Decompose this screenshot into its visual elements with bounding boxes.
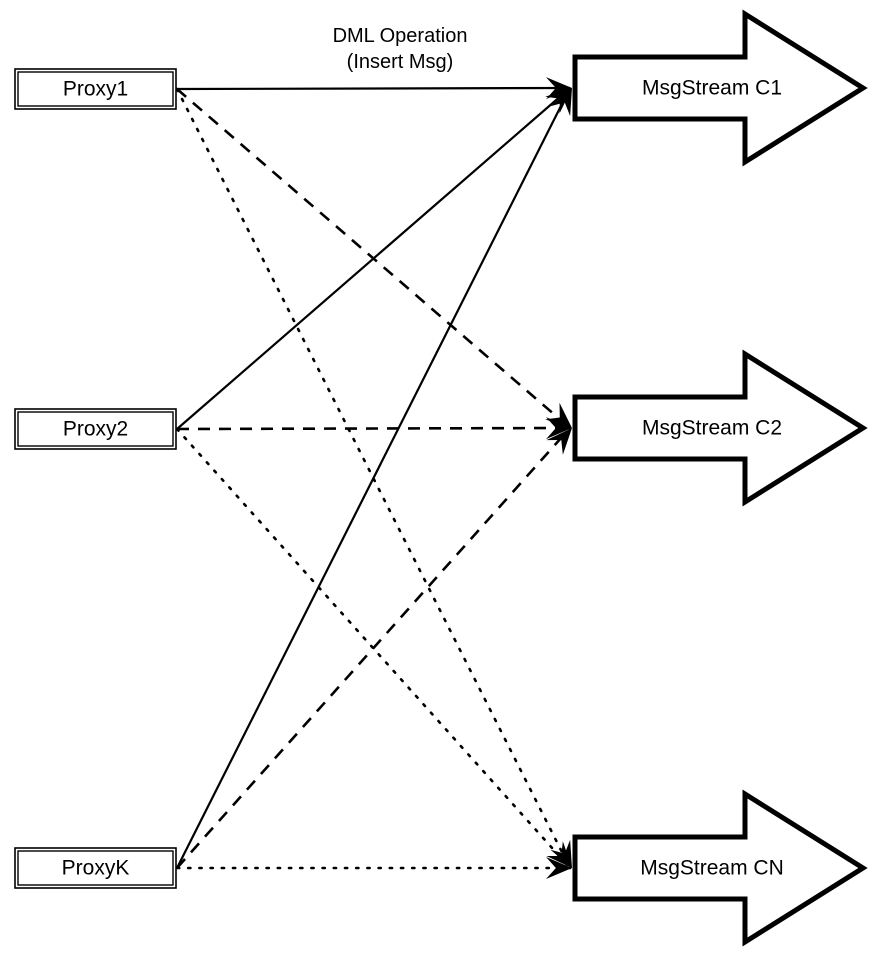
proxy-label: Proxy1 — [63, 78, 128, 101]
proxy-label: ProxyK — [62, 857, 130, 880]
proxy-box-outline — [14, 847, 177, 889]
proxy-node-proxyK[interactable]: ProxyK — [14, 847, 177, 889]
arrowhead-pk-c1 — [550, 88, 572, 117]
proxy-box-inner-outline — [17, 411, 174, 447]
edge-p1-c1 — [176, 86, 571, 91]
arrowhead-p1-c2 — [545, 402, 572, 428]
proxy-label: Proxy2 — [63, 418, 128, 441]
arrowheads-layer — [545, 77, 572, 879]
edge-pk-c1 — [176, 87, 571, 869]
msgstream-label: MsgStream C1 — [642, 77, 782, 100]
block-arrow-icon — [572, 349, 868, 507]
edge-label-line-1: DML Operation — [333, 25, 468, 47]
msgstream-label: MsgStream CN — [640, 857, 784, 880]
proxy-box-outline — [14, 408, 177, 450]
edge-pk-c2 — [176, 427, 571, 869]
arrowhead-pk-cn — [546, 857, 572, 879]
msgstream-node-streamC2[interactable]: MsgStream C2 — [572, 349, 868, 507]
edge-label-line-2: (Insert Msg) — [347, 51, 454, 73]
proxy-node-proxy2[interactable]: Proxy2 — [14, 408, 177, 450]
edge-label-dml-operation: DML Operation (Insert Msg) — [333, 25, 468, 73]
arrowhead-p2-cn — [546, 841, 572, 868]
arrowhead-pk-c2 — [546, 428, 572, 455]
proxy-box-outline — [14, 68, 177, 110]
arrowhead-p1-c1 — [545, 77, 572, 100]
block-arrow-icon — [572, 789, 868, 947]
msgstream-node-streamCN[interactable]: MsgStream CN — [572, 789, 868, 947]
arrowhead-p2-c2 — [545, 417, 572, 440]
proxy-box-inner-outline — [17, 850, 174, 886]
proxy-node-proxy1[interactable]: Proxy1 — [14, 68, 177, 110]
streams-layer: MsgStream C1 MsgStream C2 MsgStream CN — [572, 9, 868, 947]
msgstream-node-streamC1[interactable]: MsgStream C1 — [572, 9, 868, 167]
edges-layer — [175, 86, 572, 870]
edge-p2-c1 — [176, 87, 571, 430]
proxy-box-inner-outline — [17, 71, 174, 107]
msgstream-label: MsgStream C2 — [642, 417, 782, 440]
edge-p2-c2 — [176, 426, 571, 431]
block-arrow-icon — [572, 9, 868, 167]
